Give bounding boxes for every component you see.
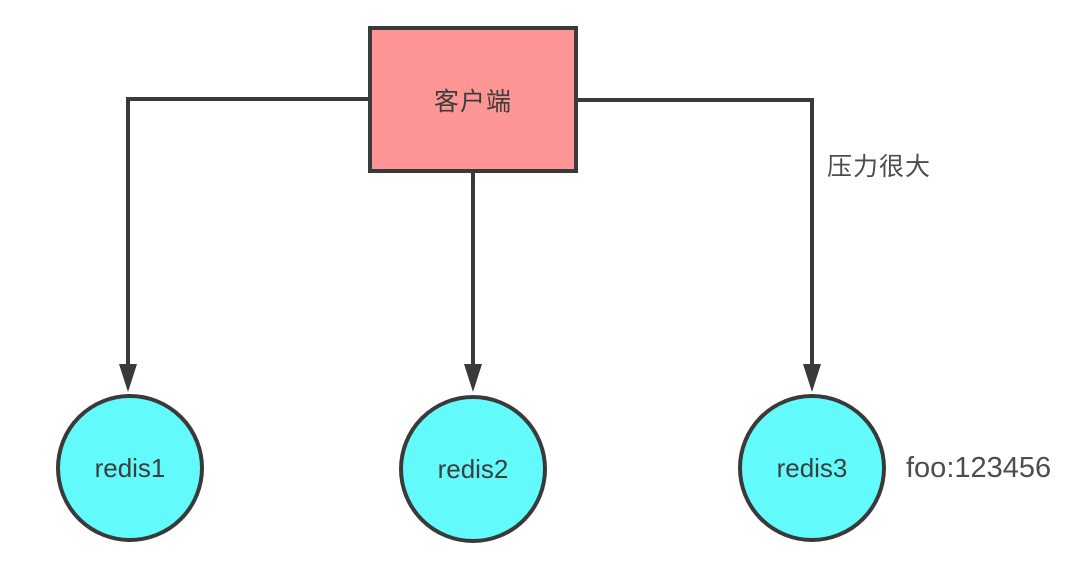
- redis1-node: redis1: [56, 394, 204, 542]
- arrowhead-redis3-icon: [803, 364, 821, 392]
- connector-client-redis3: [578, 98, 814, 366]
- redis3-node-label: redis3: [776, 452, 848, 483]
- client-node: 客户端: [368, 26, 578, 173]
- arrowhead-redis2-icon: [464, 364, 482, 392]
- client-node-label: 客户端: [433, 87, 512, 116]
- redis1-node-label: redis1: [94, 452, 166, 483]
- redis3-node: redis3: [738, 394, 886, 542]
- redis2-node: redis2: [399, 395, 547, 543]
- redis2-node-label: redis2: [437, 453, 509, 484]
- connector-client-redis1: [126, 97, 368, 366]
- foo-key-annotation: foo:123456: [906, 452, 1052, 484]
- pressure-annotation: 压力很大: [827, 153, 932, 181]
- arrowhead-redis1-icon: [119, 364, 137, 392]
